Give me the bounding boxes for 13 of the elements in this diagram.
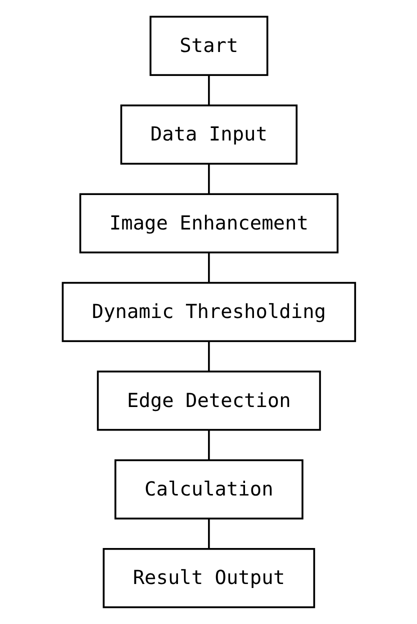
- node-box: Data Input: [120, 104, 298, 165]
- node-box: Start: [149, 16, 268, 76]
- connector: [208, 75, 210, 106]
- node-box: Calculation: [114, 459, 303, 520]
- node-box: Dynamic Thresholding: [61, 282, 356, 342]
- node-box: Edge Detection: [96, 370, 320, 431]
- node-box: Result Output: [102, 548, 315, 608]
- connector: [208, 164, 210, 194]
- connector: [208, 518, 210, 549]
- connector: [208, 341, 210, 372]
- connector: [208, 252, 210, 283]
- node-box: Image Enhancement: [78, 193, 338, 254]
- connector: [208, 430, 210, 460]
